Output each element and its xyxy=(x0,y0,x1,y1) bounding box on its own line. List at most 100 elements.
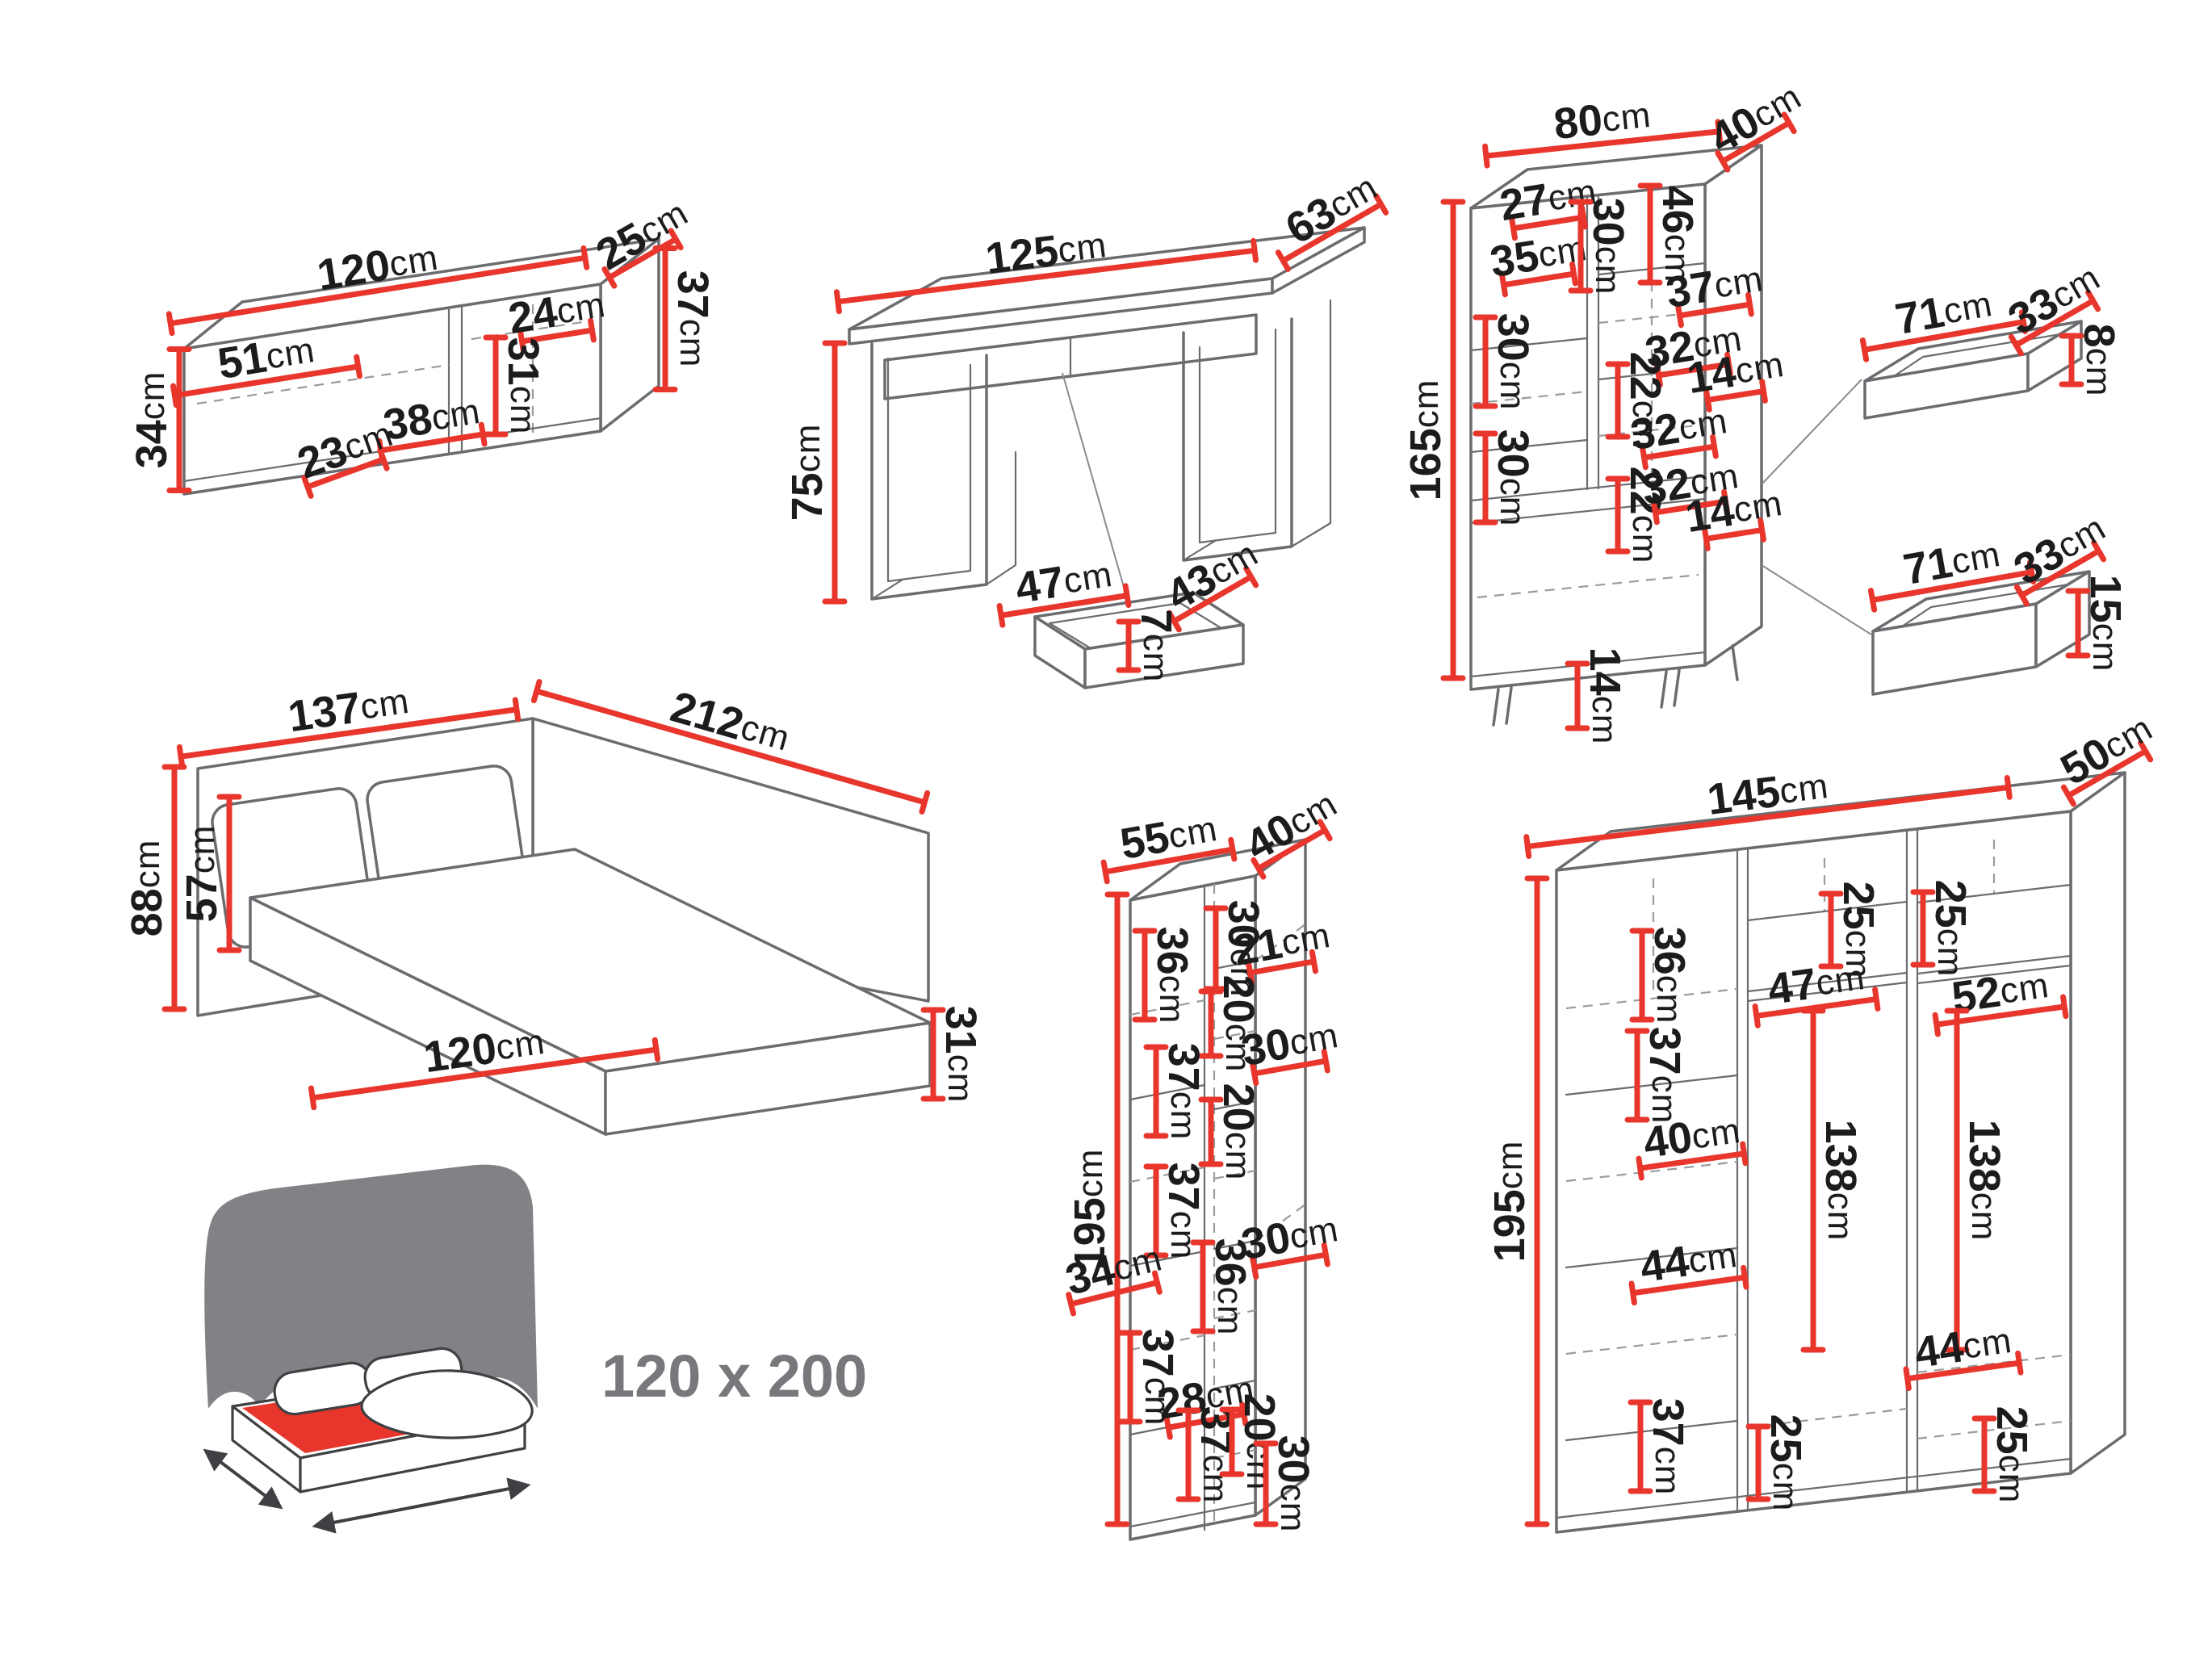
dimension-line xyxy=(1190,1239,1216,1334)
dimension-label: 14cm xyxy=(1682,479,1787,542)
bookcase-drawer-leaders xyxy=(1761,379,1872,635)
dimension-label: 20cm xyxy=(1214,975,1263,1073)
dimension-line xyxy=(1499,261,1578,298)
dimension-label: 165cm xyxy=(1401,379,1450,501)
dimension-line xyxy=(1818,890,1844,970)
dimension-line xyxy=(483,334,509,438)
dimension-label: 20cm xyxy=(1235,1393,1284,1491)
dimension-line xyxy=(1703,379,1768,413)
dimension-line xyxy=(2013,539,2107,607)
desk-drawer-leader xyxy=(1062,372,1129,605)
dimension-line xyxy=(1859,309,2029,362)
dimension-line xyxy=(1640,434,1719,471)
icon-width-arrow xyxy=(312,1477,531,1534)
dimension-line xyxy=(1654,351,1733,388)
dimension-line xyxy=(1903,1350,2024,1392)
dimension-label: 38cm xyxy=(380,387,484,450)
dimension-line xyxy=(2008,289,2101,357)
wall-shelf-door-divider xyxy=(447,304,463,455)
dimension-label: 22cm xyxy=(1621,352,1669,450)
dimension-label: 52cm xyxy=(1949,961,2052,1022)
dimension-label: 32cm xyxy=(1628,396,1732,459)
dimension-label: 36cm xyxy=(1148,927,1196,1024)
dimension-line xyxy=(1143,1044,1169,1139)
dimension-line xyxy=(1715,111,1797,173)
dimension-label: 195cm xyxy=(1066,1149,1114,1271)
dimension-line xyxy=(1628,1264,1749,1306)
dimension-label: 25cm xyxy=(1926,880,1975,978)
desk-right-leg xyxy=(1182,317,1293,562)
dimension-label: 40cm xyxy=(1640,1106,1744,1167)
dimension-label: 30cm xyxy=(1219,900,1267,998)
dimension-label: 37cm xyxy=(1640,1027,1689,1125)
dimension-line xyxy=(161,764,187,1012)
dimension-line xyxy=(1275,193,1389,272)
dimension-line xyxy=(165,245,590,337)
dimension-label: 75cm xyxy=(783,424,832,522)
dimension-label: 120cm xyxy=(314,233,442,300)
dimension-line xyxy=(1482,119,1723,169)
dimension-label: 57cm xyxy=(178,825,226,923)
dimension-line xyxy=(1198,988,1224,1059)
dimension-line xyxy=(1143,1163,1169,1259)
dimension-label: 36cm xyxy=(1206,1238,1255,1336)
dimension-label: 21cm xyxy=(1230,911,1334,975)
dimension-line xyxy=(1100,836,1238,885)
dimension-line xyxy=(1250,1242,1330,1280)
icon-depth-arrow xyxy=(203,1448,283,1510)
dimension-line xyxy=(530,679,931,815)
dimension-label: 30cm xyxy=(1489,313,1537,411)
dimension-line xyxy=(1250,1048,1330,1087)
dimension-label: 30cm xyxy=(1584,198,1632,295)
dimension-line xyxy=(1628,1399,1653,1494)
dimension-line xyxy=(1166,565,1259,633)
dimension-label: 46cm xyxy=(1653,186,1702,283)
dimension-line xyxy=(920,1007,946,1102)
bed-size-icon: 120 x 200 xyxy=(203,1164,2141,1659)
dimension-label: 37cm xyxy=(1159,1163,1208,1260)
dimension-label: 51cm xyxy=(215,325,319,388)
dimension-line xyxy=(1651,488,1730,526)
dimension-label: 14cm xyxy=(1684,340,1788,403)
dimension-label: 25cm xyxy=(1834,882,1883,979)
dimension-label: 37cm xyxy=(1663,254,1767,317)
dimension-label: 44cm xyxy=(1912,1316,2015,1377)
dimension-label: 22cm xyxy=(1621,467,1669,564)
dimension-line xyxy=(1568,199,1594,294)
dimension-line xyxy=(1198,1096,1224,1167)
dimension-line xyxy=(1524,875,1550,1527)
dimension-line xyxy=(1251,819,1333,880)
dimension-line xyxy=(1636,1141,1749,1181)
dimension-label: 24cm xyxy=(505,280,610,343)
dimension-line xyxy=(1132,928,1158,1023)
dimension-label: 30cm xyxy=(1489,429,1537,527)
dimension-line xyxy=(1605,361,1631,440)
dimension-label: 145cm xyxy=(1705,761,1832,824)
dimension-line xyxy=(1246,949,1318,986)
wardrobe-right-face xyxy=(2069,771,2126,1475)
dimension-line xyxy=(1745,1423,1771,1502)
dimension-line xyxy=(1565,660,1590,731)
dimension-label: 44cm xyxy=(1637,1230,1741,1292)
dimension-label: 30cm xyxy=(1269,1435,1318,1533)
dimension-label: 31cm xyxy=(499,337,547,435)
dimension-line xyxy=(176,697,522,769)
dimension-line xyxy=(1523,775,2013,859)
dimension-line xyxy=(1219,1406,1245,1477)
dimension-label: 27cm xyxy=(1497,167,1601,230)
dimension-label: 195cm xyxy=(1485,1141,1534,1263)
dimension-line xyxy=(517,317,597,354)
night-sky-shape xyxy=(204,1164,538,1409)
dimension-line xyxy=(170,354,362,408)
